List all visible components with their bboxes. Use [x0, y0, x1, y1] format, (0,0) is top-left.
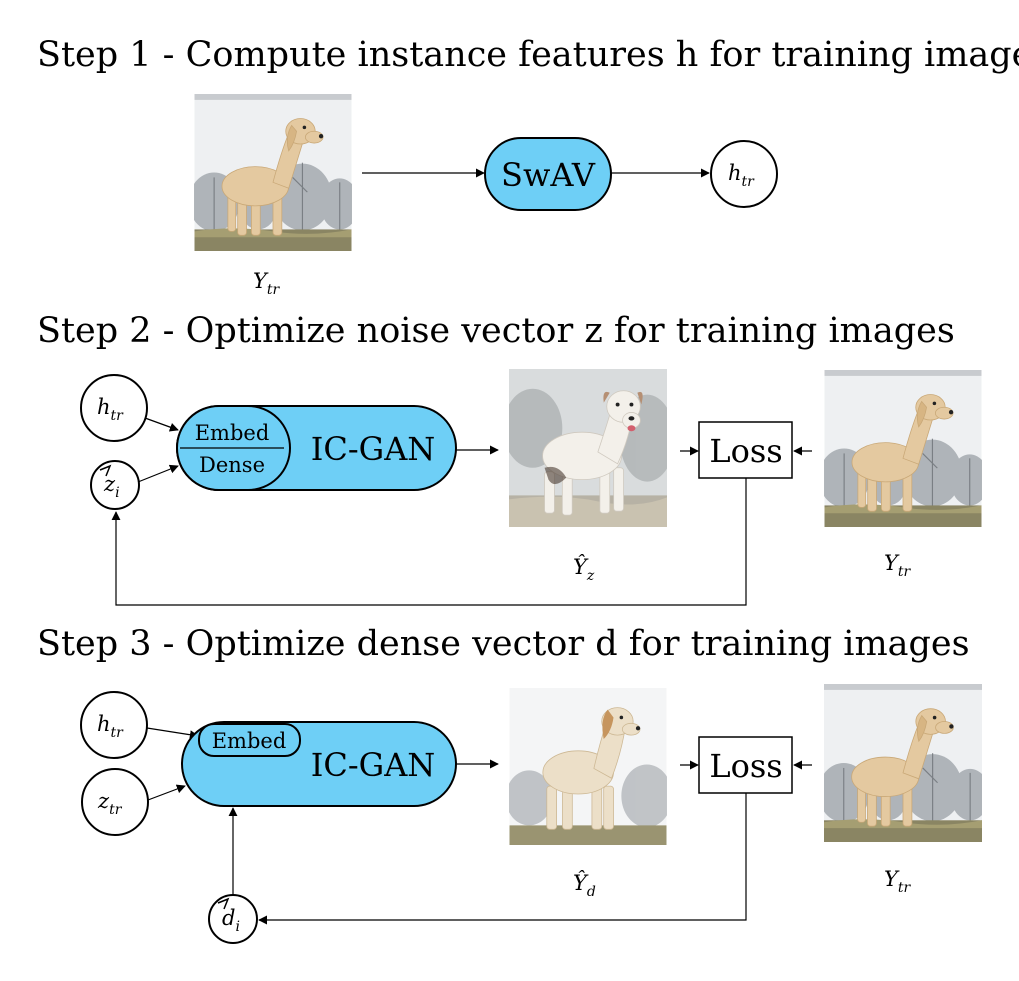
- step2-h-node: htr: [80, 374, 148, 442]
- svg-text:htr: htr: [97, 395, 124, 424]
- step3-generated-image: [509, 688, 667, 845]
- step1-title-text: Step 1 - Compute instance features h for…: [37, 35, 1019, 75]
- svg-text:htr: htr: [97, 712, 124, 741]
- step3-icgan-generator: Embed IC-GAN: [181, 721, 457, 807]
- step2-icgan-generator: Embed Dense IC-GAN: [176, 405, 457, 491]
- svg-text:Loss: Loss: [709, 747, 782, 785]
- step1-title: Step 1 - Compute instance features h for…: [37, 35, 1019, 75]
- svg-text:htr: htr: [728, 161, 755, 190]
- svg-text:Loss: Loss: [709, 432, 782, 470]
- step2-generated-label: Ŷz: [573, 555, 595, 584]
- d-loop-arrow-icon: [217, 897, 230, 910]
- step3-generated-label: Ŷd: [573, 871, 596, 900]
- step2-dense-label: Dense: [199, 453, 265, 477]
- step3-arrow-h-to-embed: [146, 727, 199, 740]
- step2-generated-image: [509, 369, 667, 527]
- step3-arrow-z-to-icgan: [147, 784, 186, 801]
- step2-loss-box: Loss: [698, 421, 793, 479]
- step3-icgan-label: IC-GAN: [311, 746, 436, 784]
- svg-text:zi: zi: [103, 472, 120, 501]
- step3-feedback-arrow: [258, 793, 747, 925]
- step3-title-text: Step 3 - Optimize dense vector d for tra…: [37, 624, 970, 664]
- step2-title-text: Step 2 - Optimize noise vector z for tra…: [37, 311, 955, 351]
- step2-icgan-label: IC-GAN: [311, 430, 436, 468]
- svg-text:ztr: ztr: [97, 789, 123, 818]
- svg-text:di: di: [222, 906, 240, 935]
- step1-image-label: Ytr: [253, 269, 281, 298]
- step2-target-image: [824, 370, 982, 527]
- step2-arrow-h-to-embed: [144, 417, 179, 432]
- swav-encoder: SwAV: [484, 137, 612, 211]
- swav-label: SwAV: [501, 156, 596, 194]
- z-loop-arrow-icon: [99, 464, 112, 477]
- step3-target-image: [824, 684, 982, 842]
- step2-embed-label: Embed: [195, 421, 270, 445]
- step3-embed-block: [198, 723, 301, 757]
- step3-d-node: di: [208, 894, 258, 944]
- step1-h-node: htr: [710, 140, 778, 208]
- step3-target-label: Ytr: [884, 867, 912, 896]
- step3-embed-label: Embed: [212, 729, 287, 753]
- step3-h-node: htr: [80, 691, 148, 759]
- step1-input-image: [194, 94, 352, 251]
- step2-feedback-arrow: [111, 478, 747, 606]
- step3-loss-box: Loss: [698, 736, 793, 794]
- step2-target-label: Ytr: [884, 551, 912, 580]
- step2-title: Step 2 - Optimize noise vector z for tra…: [37, 311, 955, 351]
- step3-title: Step 3 - Optimize dense vector d for tra…: [37, 624, 970, 664]
- step2-arrow-z-to-dense: [137, 464, 179, 483]
- step3-z-node: ztr: [81, 768, 149, 836]
- step2-z-node: zi: [90, 460, 140, 510]
